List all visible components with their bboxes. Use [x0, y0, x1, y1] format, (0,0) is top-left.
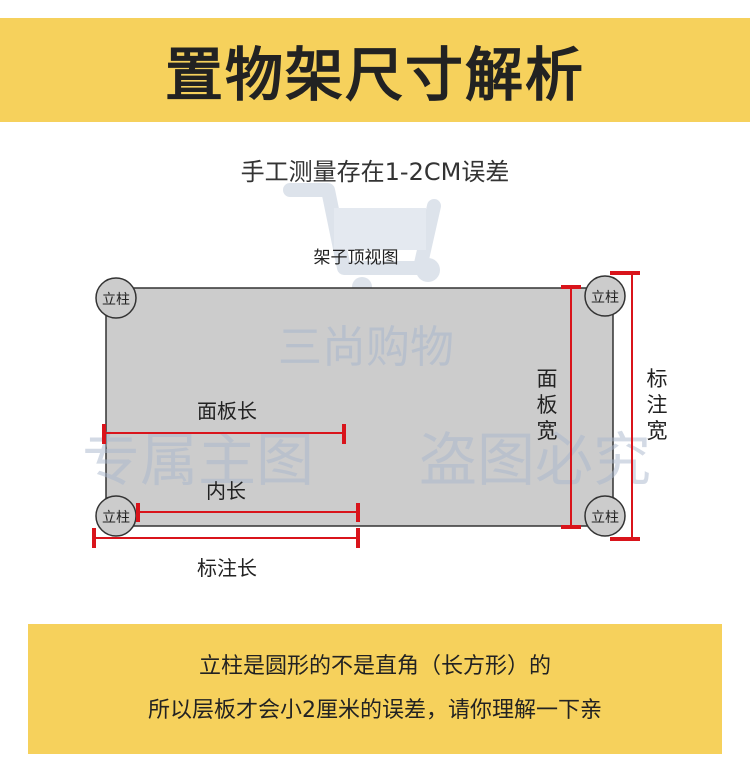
measurement-error-note: 手工测量存在1-2CM误差: [240, 158, 510, 186]
svg-text:宽: 宽: [647, 419, 668, 443]
piracy-watermark: 盗图必究: [419, 426, 651, 494]
explanation-notice: 立柱是圆形的不是直角（长方形）的 所以层板才会小2厘米的误差，请你理解一下亲: [28, 624, 722, 754]
marked-width-label: 标 注 宽: [647, 367, 668, 443]
svg-text:注: 注: [647, 393, 668, 417]
post-bottom-right: 立柱: [584, 495, 626, 537]
post-label: 立柱: [102, 292, 130, 308]
svg-text:标: 标: [647, 367, 668, 391]
svg-text:宽: 宽: [537, 419, 558, 443]
post-top-right: 立柱: [584, 275, 626, 317]
inner-length-measure: [136, 503, 360, 522]
svg-text:板: 板: [537, 393, 558, 417]
panel-width-label: 面 板 宽: [537, 367, 558, 443]
post-label: 立柱: [591, 510, 619, 526]
inner-length-label: 内长: [206, 479, 246, 503]
panel-width-measure: [561, 285, 581, 529]
post-bottom-left: 立柱: [95, 495, 137, 537]
marked-length-label: 标注长: [197, 556, 257, 580]
cart-watermark-icon: [283, 183, 441, 297]
exclusive-watermark: 专属主图: [82, 426, 314, 494]
header-banner: 置物架尺寸解析: [0, 18, 750, 122]
marked-width-measure: [610, 271, 640, 541]
shelf-panel: [105, 287, 614, 527]
marked-length-measure: [92, 528, 360, 548]
panel-length-measure: [102, 424, 346, 444]
notice-line-2: 所以层板才会小2厘米的误差，请你理解一下亲: [148, 698, 602, 723]
svg-text:面: 面: [537, 367, 558, 391]
post-label: 立柱: [102, 510, 130, 526]
panel-length-label: 面板长: [197, 399, 257, 423]
brand-watermark: 三尚购物: [278, 322, 454, 373]
diagram-caption: 架子顶视图: [314, 248, 399, 268]
post-top-left: 立柱: [95, 277, 137, 319]
post-label: 立柱: [591, 290, 619, 306]
page-title: 置物架尺寸解析: [164, 41, 585, 109]
notice-line-1: 立柱是圆形的不是直角（长方形）的: [198, 654, 551, 679]
